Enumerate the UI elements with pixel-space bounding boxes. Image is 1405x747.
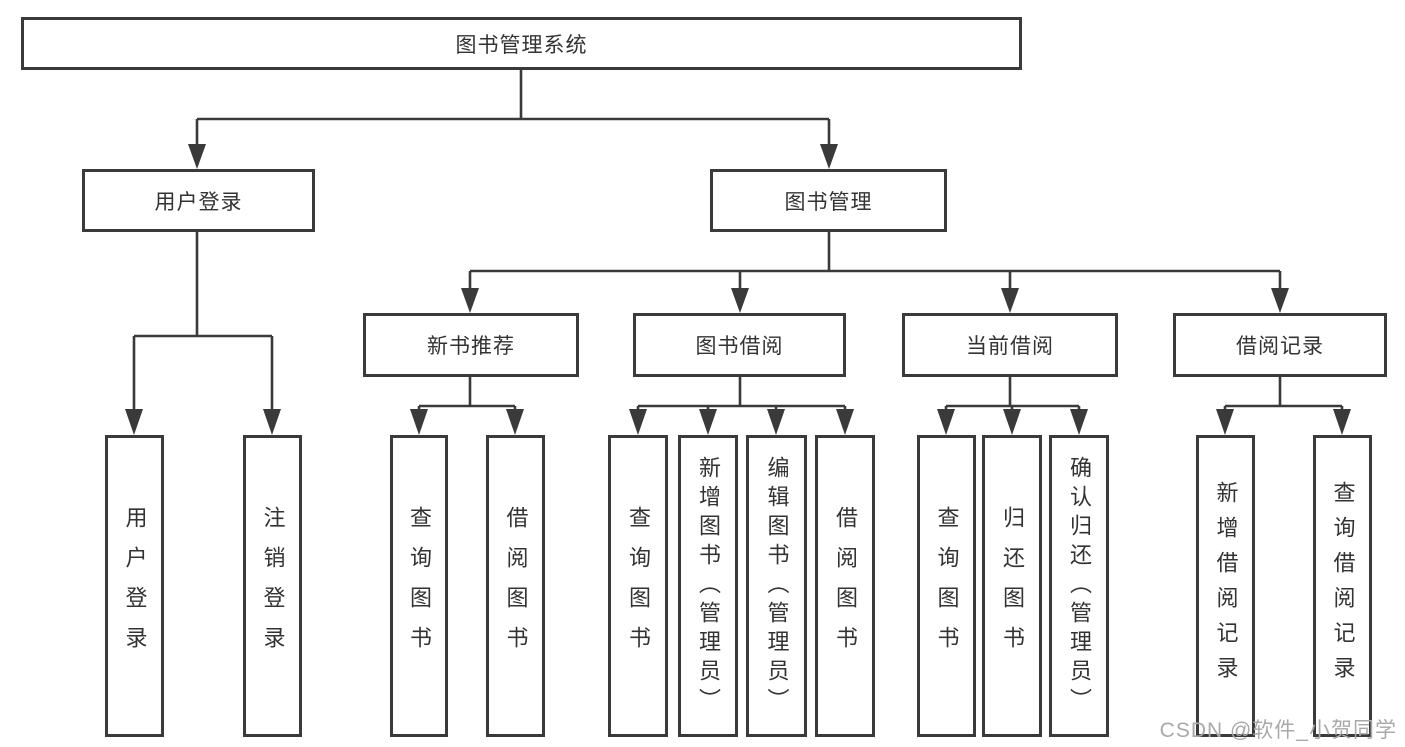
- leaf-label: 查询图书: [407, 506, 432, 666]
- leaf-add-borrow-record: 新增借阅记录: [1196, 435, 1255, 737]
- node-borrowing-records: 借阅记录: [1173, 313, 1387, 377]
- arrowheads: [125, 144, 1351, 435]
- leaf-label: 新增借阅记录: [1213, 481, 1239, 691]
- node-label: 图书管理系统: [455, 33, 588, 57]
- leaf-query-books-borrowing: 查询图书: [608, 435, 668, 737]
- leaf-label: 归还图书: [1000, 506, 1025, 666]
- edge-records-to-leaves: [1223, 377, 1344, 412]
- leaf-label: 查询图书: [626, 506, 651, 666]
- node-label: 新书推荐: [427, 335, 515, 358]
- leaf-query-books-recommend: 查询图书: [390, 435, 448, 737]
- leaf-logout: 注销登录: [243, 435, 302, 737]
- edge-login-to-leaves: [132, 232, 274, 412]
- leaf-label: 确认归还（管理员）: [1067, 455, 1092, 717]
- leaf-label: 编辑图书（管理员）: [764, 455, 790, 717]
- leaf-borrow-books-recommend: 借阅图书: [486, 435, 545, 737]
- leaf-label: 查询借阅记录: [1330, 481, 1356, 691]
- node-new-book-recommend: 新书推荐: [363, 313, 579, 377]
- leaf-user-login: 用户登录: [105, 435, 164, 737]
- node-current-borrowing: 当前借阅: [902, 313, 1118, 377]
- leaf-borrow-books-borrowing: 借阅图书: [815, 435, 875, 737]
- node-label: 借阅记录: [1236, 335, 1324, 358]
- leaf-label: 借阅图书: [833, 506, 858, 666]
- leaf-label: 新增图书（管理员）: [696, 455, 721, 717]
- edge-borrow-to-leaves: [636, 377, 847, 412]
- leaf-label: 查询图书: [934, 506, 960, 666]
- node-book-borrowing: 图书借阅: [633, 313, 846, 377]
- leaf-label: 用户登录: [122, 506, 148, 666]
- node-system-root: 图书管理系统: [21, 17, 1022, 70]
- edge-root-to-level2: [195, 70, 831, 146]
- leaf-add-books-admin: 新增图书（管理员）: [678, 435, 738, 737]
- leaf-query-books-current: 查询图书: [917, 435, 976, 737]
- leaf-label: 借阅图书: [503, 506, 529, 666]
- node-label: 用户登录: [154, 190, 243, 214]
- leaf-query-borrow-record: 查询借阅记录: [1313, 435, 1372, 737]
- node-user-login: 用户登录: [82, 169, 315, 232]
- node-book-management: 图书管理: [710, 169, 947, 232]
- edge-mgmt-to-level3: [468, 232, 1282, 290]
- leaf-edit-books-admin: 编辑图书（管理员）: [746, 435, 807, 737]
- node-label: 图书管理: [784, 190, 873, 214]
- leaf-return-books: 归还图书: [982, 435, 1042, 737]
- edge-newbook-to-leaves: [417, 377, 517, 412]
- csdn-watermark: CSDN @软件_小贺同学: [1159, 719, 1397, 742]
- edge-current-to-leaves: [944, 377, 1081, 412]
- node-label: 图书借阅: [695, 335, 784, 358]
- leaf-label: 注销登录: [260, 506, 286, 666]
- leaf-confirm-return-admin: 确认归还（管理员）: [1049, 435, 1109, 737]
- node-label: 当前借阅: [966, 335, 1054, 358]
